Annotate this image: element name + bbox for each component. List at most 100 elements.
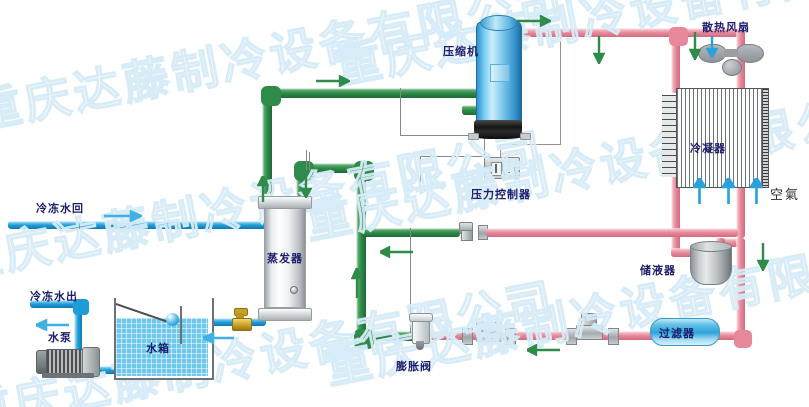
evaporator-bottom-flange	[258, 308, 312, 321]
compressor-base	[470, 131, 526, 139]
expansion-valve-outlet	[416, 341, 424, 350]
compressor-foot	[520, 133, 531, 140]
liquid-line-riser	[736, 238, 745, 336]
capillary-line	[410, 228, 412, 336]
condenser-label: 冷凝器	[690, 142, 726, 155]
air-label: 空氣	[770, 188, 801, 203]
capillary-line	[560, 33, 562, 145]
compressor-label: 压缩机	[443, 45, 479, 58]
expansion-valve-cap	[409, 313, 433, 322]
pipe-elbow	[734, 330, 752, 348]
pipe-flange	[462, 328, 473, 345]
valve-body	[461, 230, 473, 241]
capillary-line	[400, 135, 485, 137]
capillary-line	[400, 88, 402, 136]
compressor-band	[474, 120, 522, 134]
liquid-feed-bottom	[362, 331, 420, 341]
pressure-gauge-window	[491, 162, 502, 176]
filter-drier[interactable]	[650, 318, 720, 346]
flow-arrow-air-intake-3	[748, 175, 765, 208]
tank-level-sensor-rod	[180, 306, 182, 344]
water-tank[interactable]	[114, 298, 214, 380]
liquid-receiver[interactable]	[690, 241, 734, 289]
flow-arrow-liquid-line	[524, 341, 561, 360]
cooling-fan-label: 散热风扇	[702, 21, 750, 34]
pump-motor-body	[46, 349, 86, 375]
pump-base	[42, 373, 94, 378]
condenser-bottom-leg	[671, 150, 680, 255]
chilled-water-out-label: 冷冻水出	[30, 290, 78, 303]
float-ball	[166, 313, 179, 326]
valve-body	[232, 318, 252, 331]
water-pump[interactable]	[36, 345, 106, 383]
capillary-line	[500, 144, 561, 146]
water-pump-label: 水泵	[48, 331, 72, 344]
condenser[interactable]	[676, 88, 776, 188]
receiver-outlet-run	[716, 238, 745, 247]
pipe-elbow	[669, 27, 688, 46]
evaporator-top-flange	[258, 196, 312, 209]
evaporator-shell	[264, 200, 306, 308]
pipe-elbow	[354, 161, 374, 181]
chilled-water-return-label: 冷冻水回	[36, 202, 84, 215]
capillary-line	[500, 144, 502, 157]
sight-glass-valve[interactable]	[476, 322, 502, 342]
flow-arrow-suction-top	[316, 72, 352, 91]
pressure-gauge-window	[504, 162, 515, 176]
fan-motor-hub	[722, 59, 742, 76]
flow-arrow-chilled-water-out	[32, 316, 70, 335]
condenser-fin-pack	[676, 88, 766, 188]
flow-arrow-suction-riser	[350, 265, 364, 302]
flow-arrow-air-intake-2	[720, 175, 737, 208]
water-ball-valve[interactable]	[232, 308, 252, 331]
fan-hub-link	[724, 49, 738, 57]
solenoid-valve-body[interactable]	[576, 325, 603, 340]
pipe-flange	[505, 328, 516, 345]
filter-drier-label: 过滤器	[659, 327, 695, 340]
receiver-inlet-run	[671, 248, 703, 257]
pump-discharge-riser	[74, 303, 82, 371]
evaporator-feed-drop	[296, 168, 306, 196]
filter-shell	[650, 318, 720, 346]
pressure-controller[interactable]	[484, 157, 520, 179]
flow-arrow-evaporator-inlet	[299, 172, 313, 202]
tank-water-body	[116, 318, 208, 376]
evaporator-water-inlet	[180, 318, 266, 326]
capillary-line	[420, 156, 490, 158]
flow-arrow-tank-feed	[199, 329, 235, 348]
compressor-nameplate	[490, 64, 510, 82]
expansion-valve-label: 膨胀阀	[396, 360, 432, 373]
capillary-line	[420, 156, 422, 194]
condenser-end-plate	[762, 88, 769, 188]
flow-arrow-receiver-outlet	[756, 243, 770, 275]
receiver-top-cap	[690, 241, 732, 252]
suction-service-valve[interactable]	[458, 220, 478, 241]
evaporator-label: 蒸发器	[267, 252, 303, 265]
flow-arrow-condenser-inlet	[688, 32, 702, 64]
compressor[interactable]	[468, 12, 531, 142]
chilled-water-out-pipe	[30, 300, 82, 308]
evaporator-feed-riser	[356, 168, 366, 338]
pipe-elbow	[354, 329, 374, 349]
pump-suction-pipe	[80, 366, 138, 374]
suction-riser-main	[262, 94, 272, 194]
pipe-elbow	[73, 299, 89, 315]
chilled-water-return-pipe	[8, 221, 266, 229]
flow-arrow-discharge-branch	[592, 36, 606, 68]
flow-arrow-fan-discharge	[705, 36, 719, 62]
flow-arrow-suction-header	[377, 243, 414, 262]
capillary-line	[306, 150, 308, 168]
flow-arrow-evaporator-outlet	[256, 173, 270, 206]
valve-stem	[236, 313, 244, 319]
suction-line-top	[268, 88, 501, 98]
condenser-header-coil	[662, 95, 676, 177]
capillary-line	[484, 135, 486, 157]
flow-arrow-chilled-water-return	[104, 207, 145, 226]
suction-to-compressor-pink	[486, 228, 738, 237]
condenser-inlet-riser	[671, 33, 680, 93]
evaporator[interactable]	[258, 190, 312, 330]
pipe-flange	[608, 328, 619, 345]
expansion-valve[interactable]	[409, 313, 434, 352]
evaporator-feed-top	[296, 163, 361, 173]
